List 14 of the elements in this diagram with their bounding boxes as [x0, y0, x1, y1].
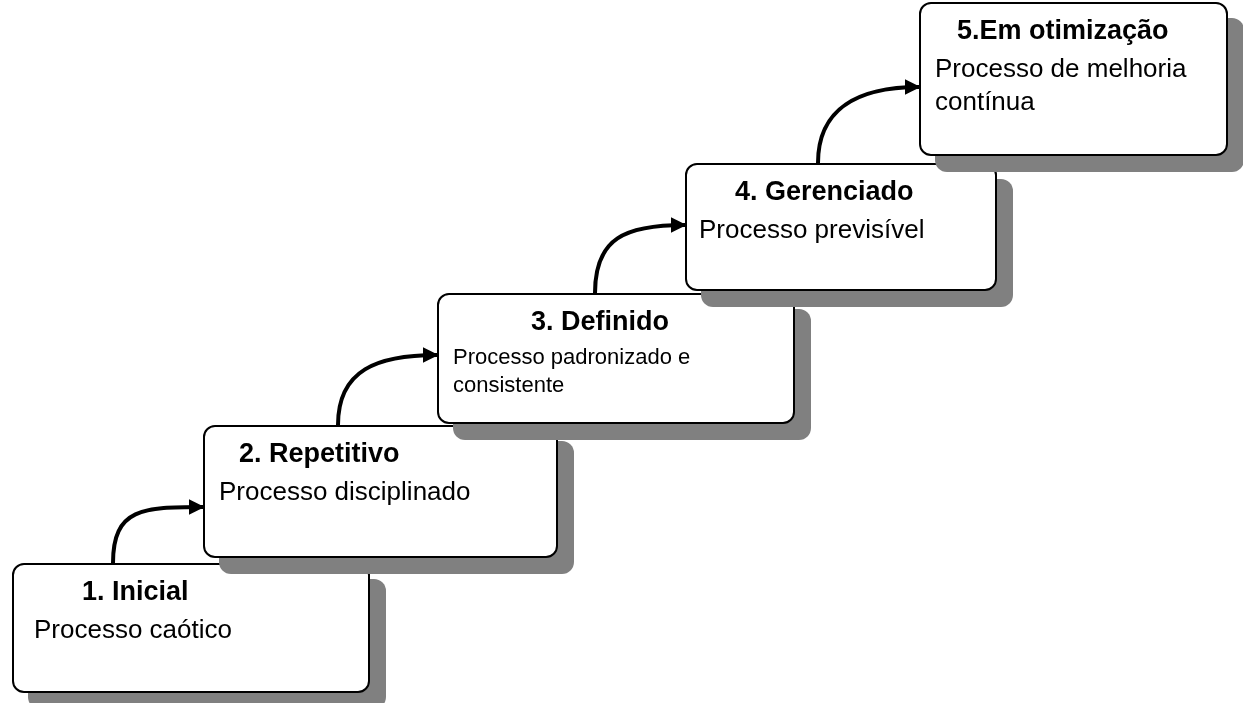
- step-description: Processo disciplinado: [219, 475, 472, 508]
- step-description: Processo caótico: [34, 613, 233, 646]
- step-description: Processo previsível: [699, 213, 926, 246]
- step-title: 3. Definido: [531, 305, 669, 338]
- step-title: 1. Inicial: [82, 575, 189, 608]
- curved-arrow: [593, 217, 687, 294]
- step-title: 5.Em otimização: [957, 14, 1169, 47]
- step-description: Processo padronizado e consistente: [453, 343, 692, 398]
- curved-arrow: [336, 347, 439, 426]
- step-description: Processo de melhoria contínua: [935, 52, 1188, 117]
- curved-arrow: [111, 499, 205, 564]
- curved-arrow: [816, 79, 921, 164]
- step-title: 2. Repetitivo: [239, 437, 400, 470]
- step-title: 4. Gerenciado: [735, 175, 914, 208]
